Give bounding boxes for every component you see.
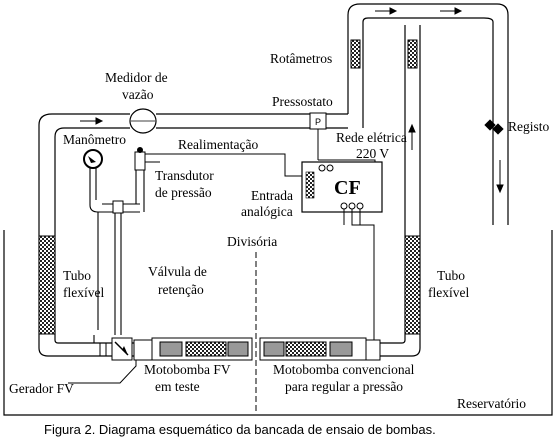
divisoria-label: Divisória bbox=[227, 234, 277, 249]
flexible-tube-right bbox=[404, 235, 421, 335]
cf-label: CF bbox=[334, 177, 361, 199]
pv-generator-line bbox=[68, 360, 137, 384]
check-valve-icon bbox=[111, 337, 133, 361]
conventional-pump-label-1: Motobomba convencional bbox=[273, 362, 415, 377]
feedback-line bbox=[157, 153, 302, 177]
analog-input-label-1: Entrada bbox=[251, 188, 293, 203]
flexible-tube-left bbox=[38, 235, 56, 335]
reservoir-outline bbox=[3, 230, 553, 416]
manometer-icon bbox=[83, 149, 103, 169]
rotameter-2 bbox=[407, 39, 418, 69]
conventional-motor-pump bbox=[259, 337, 381, 361]
cf-to-motor-line bbox=[351, 209, 375, 343]
transducer-label-1: Transdutor bbox=[155, 168, 214, 183]
power-grid-label: Rede elétrica bbox=[336, 130, 407, 145]
flexible-tube-left-label-1: Tubo bbox=[63, 268, 91, 283]
analog-input-strip bbox=[305, 171, 315, 199]
cf-terminals-top bbox=[318, 164, 334, 172]
flow-meter-label-1: Medidor de bbox=[105, 70, 168, 85]
flexible-tube-right-label-1: Tubo bbox=[437, 268, 465, 283]
voltage-label: 220 V bbox=[356, 146, 389, 161]
reservoir-label: Reservatório bbox=[457, 396, 526, 411]
flexible-tube-right-label-2: flexível bbox=[428, 285, 469, 300]
pv-pump-label-1: Motobomba FV bbox=[144, 362, 231, 377]
pressure-line-piping bbox=[89, 168, 145, 343]
flow-arrows bbox=[80, 7, 504, 194]
registo-label: Registo bbox=[508, 119, 550, 134]
transducer-label-2: de pressão bbox=[155, 185, 212, 200]
check-valve-label-1: Válvula de bbox=[148, 264, 207, 279]
rotameter-1 bbox=[350, 39, 361, 69]
pv-pump-label-2: em teste bbox=[155, 379, 200, 394]
pv-motor-pump bbox=[133, 337, 253, 361]
cf-terminals-bottom bbox=[340, 202, 364, 210]
pressostato-p-label: P bbox=[315, 117, 321, 127]
figure-caption: Figura 2. Diagrama esquemático da bancad… bbox=[44, 422, 436, 437]
registo-valve-icon bbox=[484, 119, 504, 135]
conventional-pump-label-2: para regular a pressão bbox=[285, 379, 403, 394]
pressure-tee bbox=[112, 200, 124, 214]
pv-generator-label: Gerador FV bbox=[9, 381, 74, 396]
pressostato-label: Pressostato bbox=[272, 94, 333, 109]
check-valve-label-2: retenção bbox=[158, 282, 204, 297]
pressure-transducer-icon bbox=[134, 151, 146, 171]
manometer-label: Manômetro bbox=[63, 132, 126, 147]
analog-input-label-2: analógica bbox=[241, 204, 293, 219]
flow-meter-label-2: vazão bbox=[122, 87, 154, 102]
rotameters-label: Rotâmetros bbox=[270, 51, 332, 66]
flexible-tube-left-label-2: flexível bbox=[63, 285, 104, 300]
feedback-label: Realimentação bbox=[178, 137, 258, 152]
